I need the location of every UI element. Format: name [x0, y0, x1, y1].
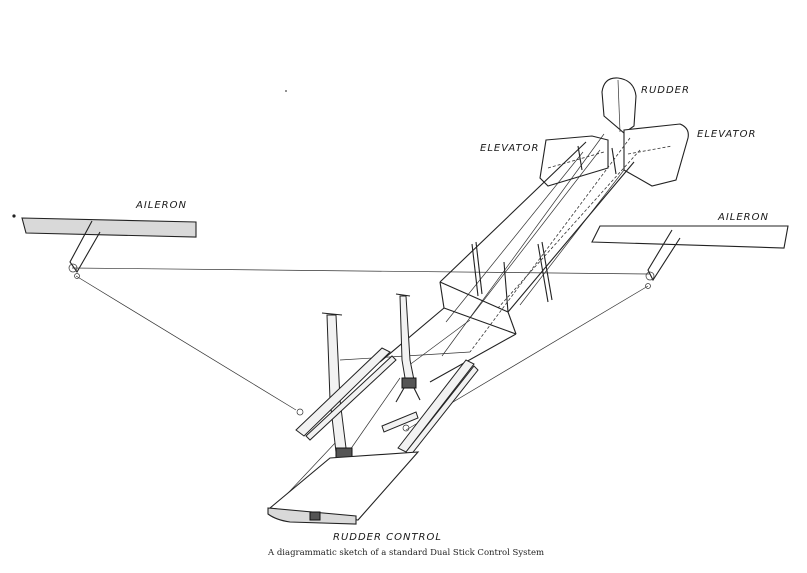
scan-speck [12, 214, 16, 218]
aileron-label-left: AILERON [135, 200, 187, 211]
right-elevator [623, 123, 689, 187]
rudder-surface [601, 77, 637, 134]
left-aileron [21, 217, 197, 279]
rudder-pedal-rails [295, 347, 479, 457]
rudder-control-label: RUDDER CONTROL [333, 532, 442, 543]
rudder-bar [267, 451, 420, 525]
right-aileron [591, 225, 789, 289]
elevator-label-left: ELEVATOR [480, 143, 539, 154]
scan-speck [285, 90, 287, 92]
left-elevator [539, 135, 609, 187]
elevator-label-right: ELEVATOR [697, 129, 756, 140]
rudder-label: RUDDER [641, 85, 690, 96]
fuselage-frame [379, 141, 635, 383]
rear-control-stick [395, 293, 421, 403]
diagram-caption: A diagrammatic sketch of a standard Dual… [267, 548, 544, 558]
aileron-label-right: AILERON [717, 212, 769, 223]
